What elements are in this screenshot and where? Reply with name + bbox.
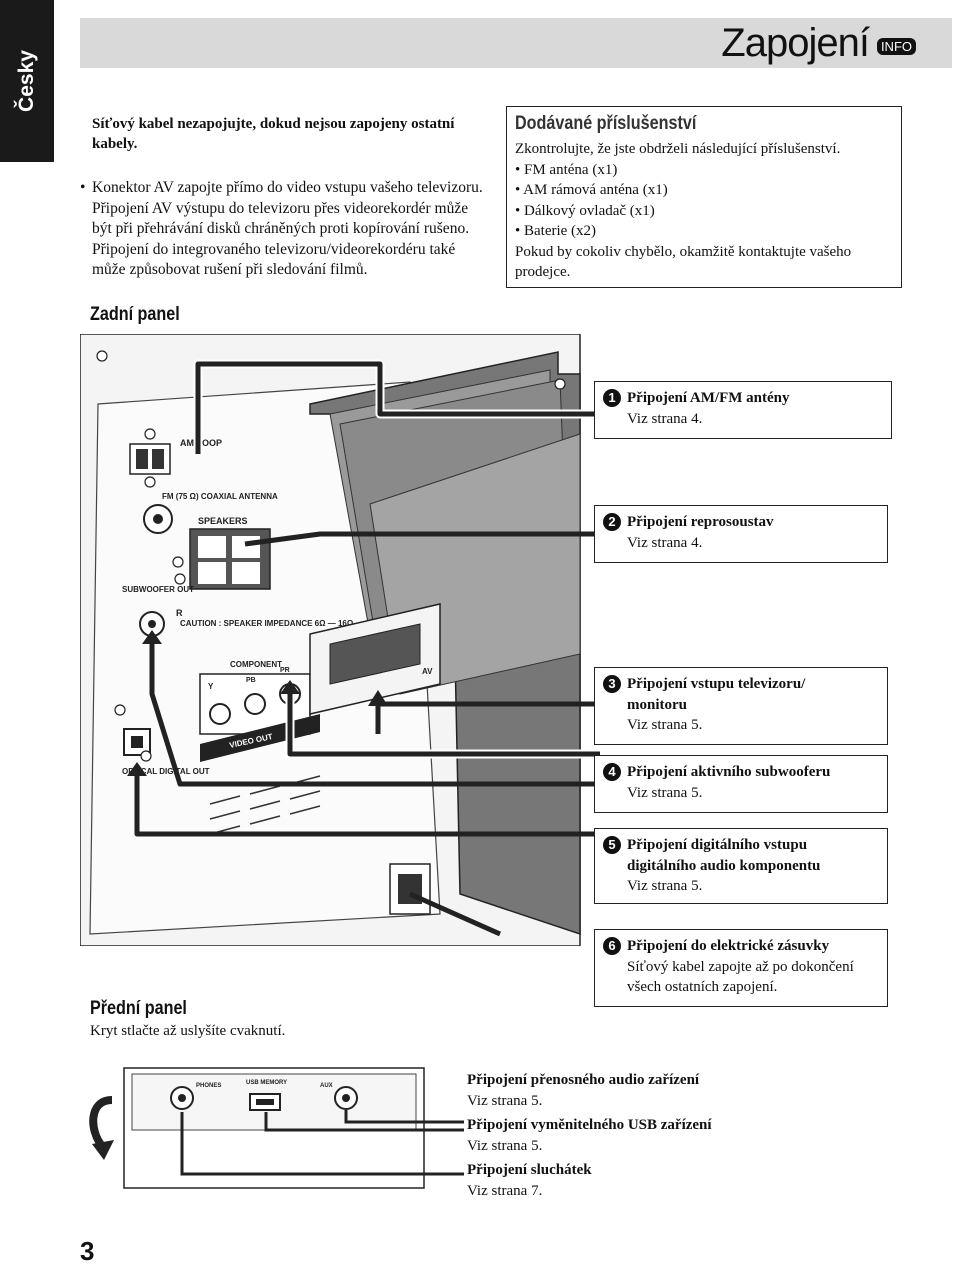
front-item-ref: Viz strana 5. [467,1092,543,1109]
accessories-intro: Zkontrolujte, že jste obdrželi následují… [515,141,841,157]
connection-title-line2: digitálního audio komponentu [627,857,821,874]
front-panel-notes: Připojení přenosného audio zařízení Viz … [467,1070,712,1201]
component-y-jack [209,703,231,725]
connection-6-box: 6 Připojení do elektrické zásuvky Síťový … [594,929,888,1007]
press-arrow [89,1096,113,1149]
power-cable-warning: Síťový kabel nezapojujte, dokud nejsou z… [92,116,455,152]
y-label: Y [208,682,214,691]
rear-panel-illustration: AM LOOP FM (75 Ω) COAXIAL ANTENNA SPEAKE… [80,334,600,946]
connection-4-box: 4 Připojení aktivního subwooferu Viz stra… [594,755,888,813]
connection-cables [134,361,600,937]
optical-label: OPTICAL DIGITAL OUT [122,767,210,776]
connection-title: Připojení aktivního subwooferu [627,764,831,780]
language-tab: Česky [0,0,54,162]
rear-panel-heading: Zadní panel [90,304,180,325]
screws [96,350,566,762]
connection-title: Připojení reprosoustav [627,514,774,530]
connection-page-ref: Viz strana 4. [627,534,703,551]
language-label: Česky [15,50,38,112]
speaker-r-label: R [176,608,183,618]
av-label: AV [422,667,433,676]
phones-label: PHONES [196,1083,221,1089]
subwoofer-label: SUBWOOFER OUT [122,585,194,594]
fm-antenna-label: FM (75 Ω) COAXIAL ANTENNA [162,492,278,501]
title-bar [80,18,952,68]
connection-page-ref: Viz strana 5. [627,878,703,894]
front-item-title: Připojení vyměnitelného USB zařízení [467,1117,712,1133]
cable-arrowheads [127,630,388,776]
front-panel-illustration: PHONES USB MEMORY AUX [89,1067,464,1189]
accessories-box: Dodávané příslušenství Zkontrolujte, že … [506,106,902,288]
av-note-text: Konektor AV zapojte přímo do video vstup… [92,179,483,278]
aux-label: AUX [320,1083,333,1089]
accessory-item: • Dálkový ovladač (x1) [515,202,655,219]
connection-title: Připojení do elektrické zásuvky [627,938,830,954]
av-note: • Konektor AV zapojte přímo do video vst… [80,178,485,281]
connection-5-box: 5 Připojení digitálního vstupu digitálníh… [594,828,888,904]
front-item-title: Připojení sluchátek [467,1162,592,1178]
accessories-heading: Dodávané příslušenství [515,113,697,134]
power-inlet [389,863,431,915]
connection-title: Připojení digitálního vstupu [627,837,808,853]
step-number: 4 [603,763,621,781]
front-item-title: Připojení přenosného audio zařízení [467,1072,700,1088]
usb-label: USB MEMORY [246,1080,287,1086]
front-cables [180,1110,464,1176]
vent-slots [209,775,321,835]
speakers-label: SPEAKERS [198,516,248,526]
page-title: Zapojení [721,20,870,65]
step-number: 2 [603,513,621,531]
component-pb-jack [244,693,266,715]
connection-note: Síťový kabel zapojte až po dokončení vše… [627,958,854,996]
optical-out-jack [123,728,151,756]
accessory-item: • AM rámová anténa (x1) [515,182,668,198]
page-title-group: Zapojení INFO [721,18,916,68]
accessory-item: • FM anténa (x1) [515,161,618,178]
page-number: 3 [80,1236,95,1266]
component-label: COMPONENT [230,660,282,669]
caution-label: CAUTION : SPEAKER IMPEDANCE 6Ω — 16Ω [180,619,354,628]
connection-page-ref: Viz strana 5. [627,784,703,801]
connection-2-box: 2 Připojení reprosoustav Viz strana 4. [594,505,888,563]
connection-page-ref: Viz strana 4. [627,410,703,427]
pb-label: PB [246,677,256,684]
info-badge: INFO [876,37,916,55]
front-item-ref: Viz strana 7. [467,1182,543,1199]
front-panel-note: Kryt stlačte až uslyšíte cvaknutí. [90,1023,286,1039]
connection-title: Připojení vstupu televizoru/ [627,676,806,692]
connection-title: Připojení AM/FM antény [627,390,790,406]
step-number: 5 [603,836,621,854]
connection-3-box: 3 Připojení vstupu televizoru/ monitoru V… [594,667,888,745]
step-number: 6 [603,937,621,955]
pr-label: PR [280,667,290,674]
accessory-item: • Baterie (x2) [515,223,597,239]
front-item-ref: Viz strana 5. [467,1137,543,1154]
step-number: 3 [603,675,621,693]
connection-title-line2: monitoru [627,696,687,713]
bullet-dot: • [80,179,86,196]
accessories-outro: Pokud by cokoliv chybělo, okamžitě konta… [515,243,852,281]
connection-1-box: 1 Připojení AM/FM antény Viz strana 4. [594,381,892,439]
front-panel-heading: Přední panel [90,998,187,1019]
step-number: 1 [603,389,621,407]
connection-page-ref: Viz strana 5. [627,717,703,733]
